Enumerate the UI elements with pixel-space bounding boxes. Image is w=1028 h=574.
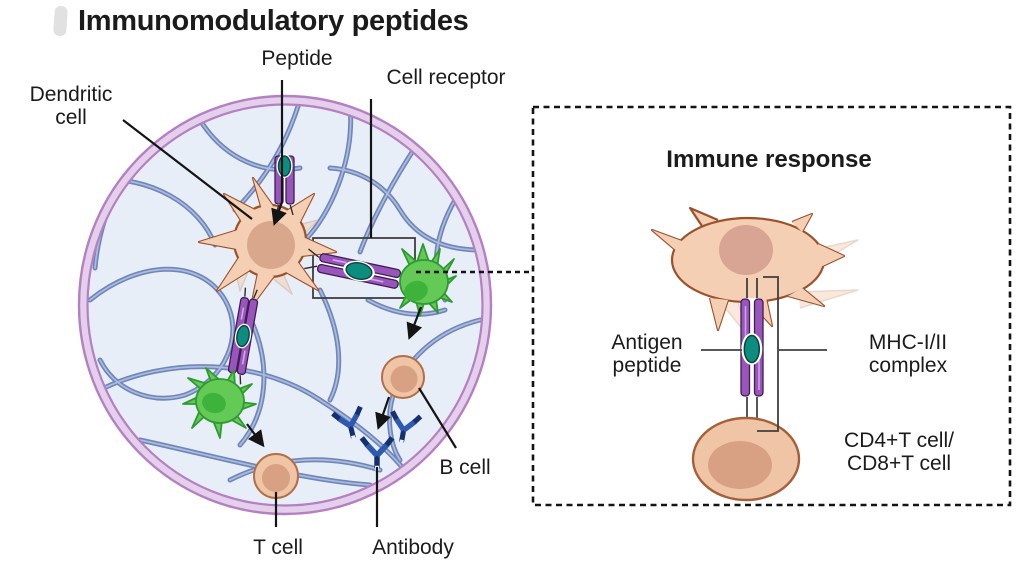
- membrane-icon: [77, 94, 493, 516]
- antigen-peptide-icon: [236, 324, 250, 348]
- b-cell-nucleus: [390, 365, 418, 393]
- label-t-cell: T cell: [253, 536, 303, 559]
- label-peptide: Peptide: [261, 47, 333, 70]
- label-antibody: Antibody: [372, 536, 454, 559]
- inset-dendritic-cell-icon: [650, 206, 859, 337]
- label-antigen-peptide: Antigen peptide: [611, 331, 682, 377]
- b-cell-to-antibody-arrow: [375, 396, 391, 430]
- antigen-peptide-icon: [345, 262, 373, 280]
- inset-antigen-peptide-icon: [743, 334, 761, 364]
- inset-dendritic-nucleus: [719, 225, 773, 275]
- label-cell-receptor: Cell receptor: [386, 66, 506, 89]
- green-cell-right-icon: [399, 243, 457, 317]
- b-cell-icon: [381, 355, 425, 399]
- green-cell-to-b-cell-arrow: [406, 306, 423, 340]
- peptide-receptor-icon: [274, 154, 295, 216]
- green-cell-to-t-cell-arrow: [246, 423, 265, 448]
- matrix-circle: [77, 94, 493, 516]
- label-antigen-peptide-line2: peptide: [612, 354, 682, 377]
- green-cell-left-icon: [182, 367, 257, 439]
- t-cell-nucleus: [262, 464, 290, 492]
- cell-pair-bracket: [757, 276, 779, 432]
- dendritic-cell-nucleus: [247, 221, 295, 269]
- b-cell-pointer-line: [418, 387, 457, 449]
- annotation-lines: [122, 80, 457, 527]
- inset-title: Immune response: [666, 146, 872, 173]
- label-cd4-cd8-t-cell: CD4+T cell/ CD8+T cell: [844, 429, 954, 475]
- label-b-cell: B cell: [439, 456, 491, 479]
- t-cell-icon: [253, 453, 299, 499]
- peptide-icon: [277, 155, 292, 177]
- green-cell-nucleus: [202, 392, 226, 414]
- label-cd4-cd8-line1: CD4+T cell/: [844, 429, 954, 452]
- label-mhc-complex-line2: complex: [868, 354, 948, 377]
- inset-t-cell-nucleus: [708, 441, 772, 489]
- page-title: Immunomodulatory peptides: [78, 5, 469, 37]
- label-dendritic-cell-line2: cell: [55, 106, 87, 129]
- label-mhc-complex-line1: MHC-I/II: [868, 331, 948, 354]
- peptide-arrow: [271, 80, 287, 226]
- green-cell-nucleus: [404, 280, 428, 302]
- label-dendritic-cell: Dendritic cell: [30, 83, 113, 129]
- scan-smudge: [53, 6, 68, 37]
- label-antigen-peptide-line1: Antigen: [611, 331, 683, 354]
- label-mhc-complex: MHC-I/II complex: [869, 331, 947, 377]
- lower-receptor-complex-icon: [227, 287, 259, 385]
- label-cd4-cd8-line2: CD8+T cell: [846, 452, 952, 475]
- label-dendritic-cell-line1: Dendritic: [29, 83, 113, 106]
- inset-t-cell-icon: [691, 416, 801, 502]
- dendritic-cell-pointer-line: [122, 119, 253, 220]
- inset-annotation-lines: [701, 276, 827, 432]
- mhc-complex-icon: [740, 278, 764, 424]
